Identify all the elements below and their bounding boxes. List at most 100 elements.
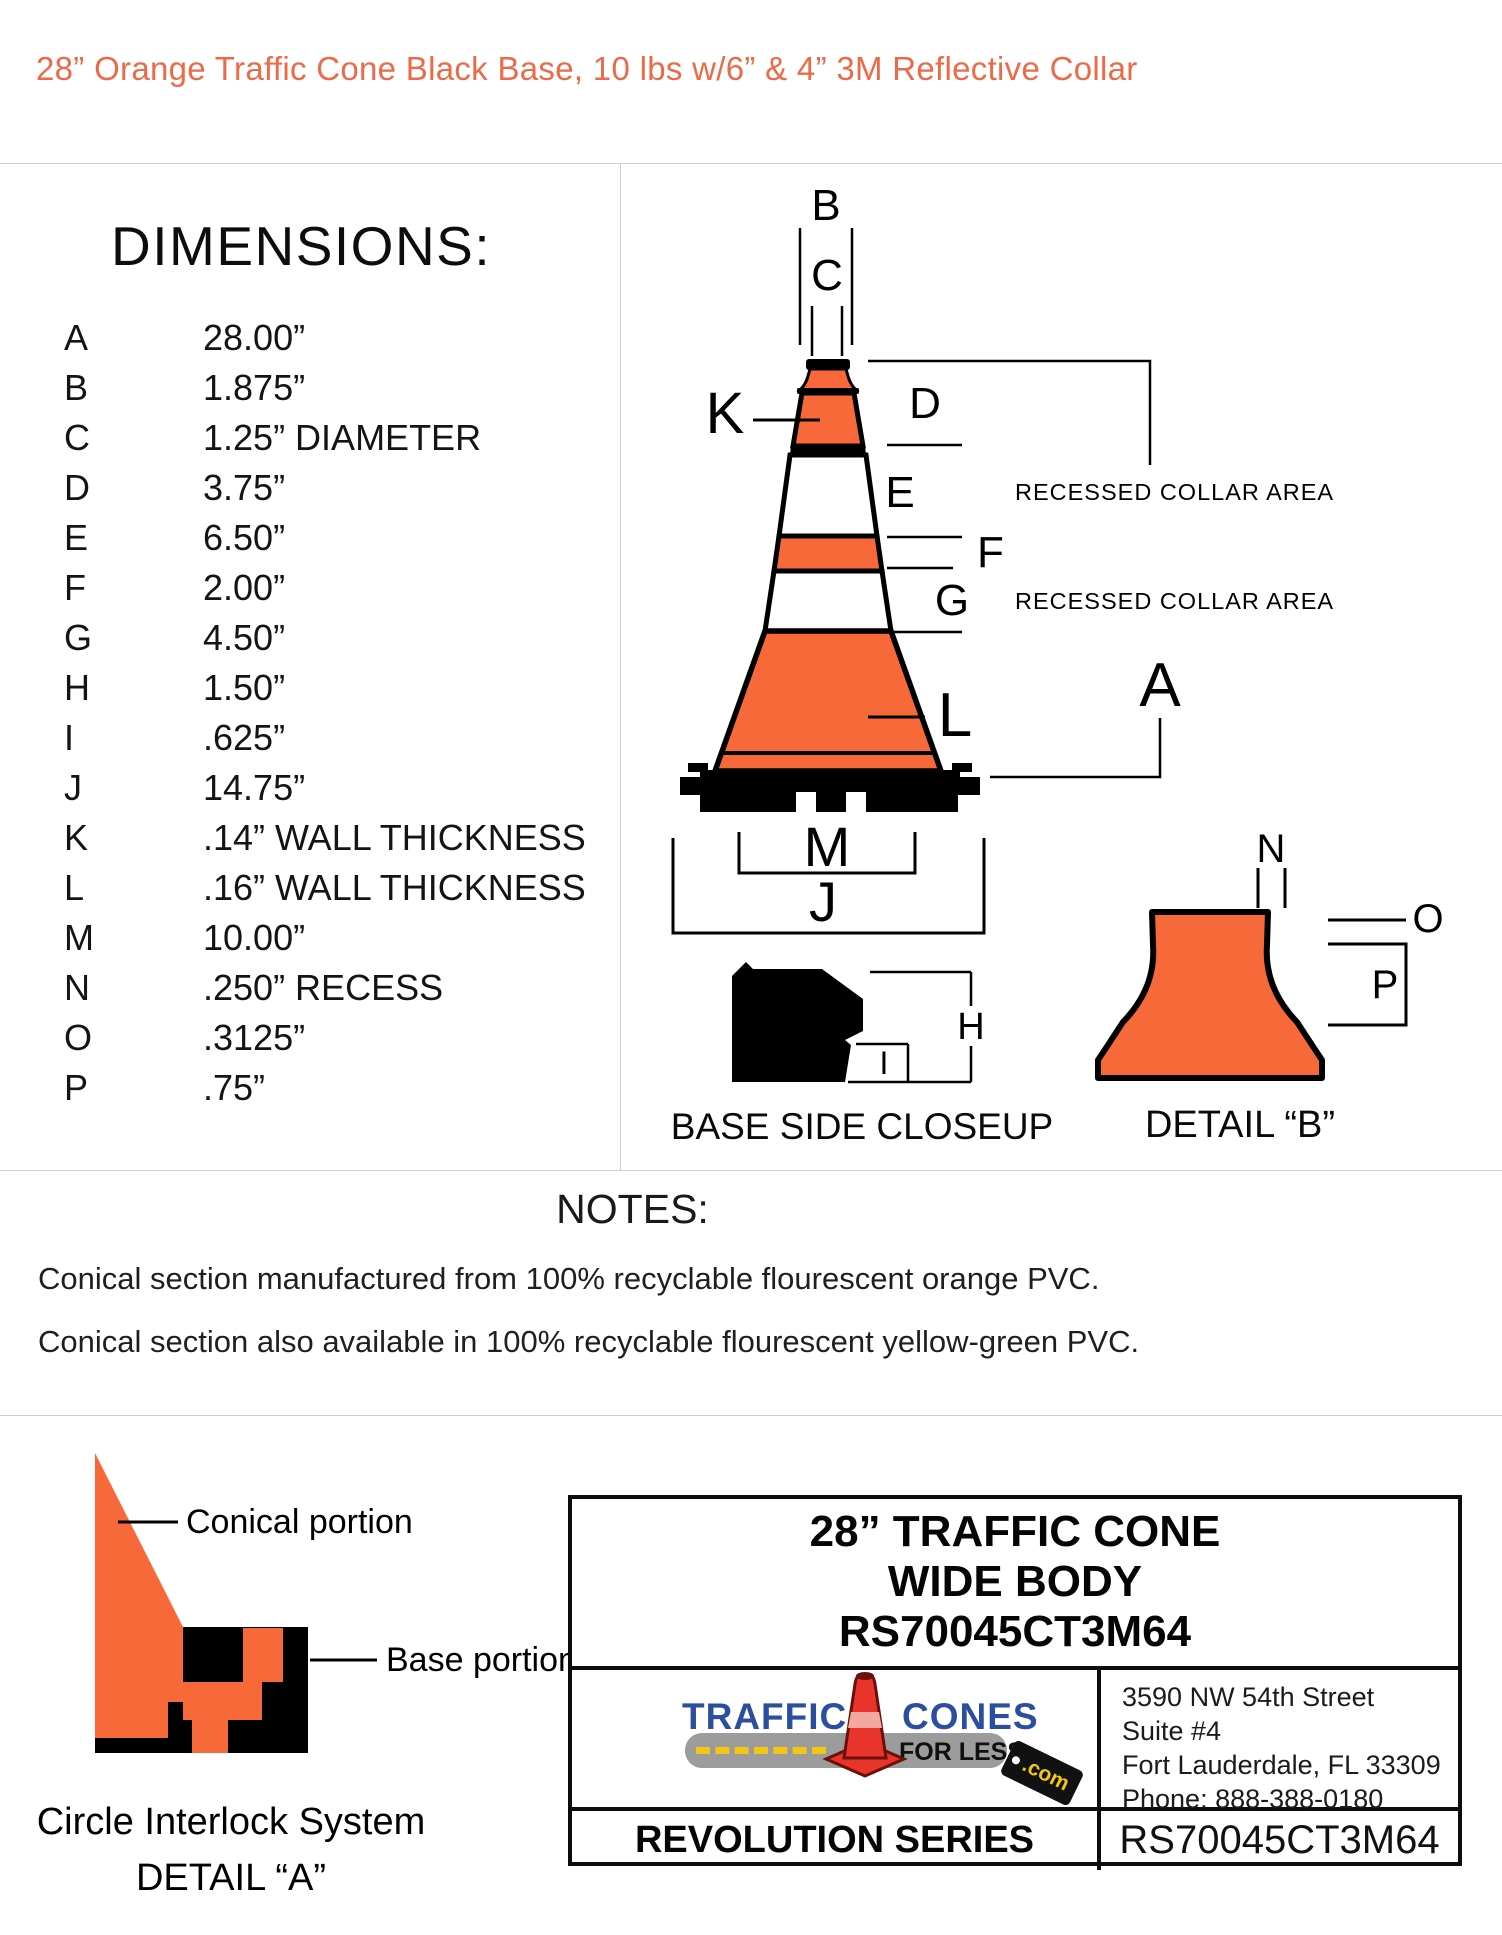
product-title-line3: RS70045CT3M64 [838, 1607, 1192, 1656]
tip-dimension-lines [798, 228, 854, 356]
logo-domain: .com [1018, 1753, 1073, 1796]
cone-orange-collar-band [771, 533, 885, 574]
n-o-p-dimension-lines [1256, 868, 1408, 1027]
cone-drawing: B C [671, 181, 1334, 935]
dimension-row-n: N.250” RECESS [64, 963, 584, 1013]
dim-value-i: .625” [203, 717, 286, 758]
dim-letter-j: J [64, 767, 82, 808]
interlock-orange-foot [192, 1720, 228, 1753]
interlock-caption-line2: DETAIL “A” [136, 1857, 326, 1899]
dim-value-n: .250” RECESS [203, 967, 444, 1008]
dim-value-m: 10.00” [203, 917, 306, 958]
logo-road-dashes [696, 1747, 826, 1754]
interlock-caption-line1: Circle Interlock System [37, 1801, 426, 1843]
product-title-line2: WIDE BODY [887, 1557, 1143, 1606]
title-block: 28” TRAFFIC CONE WIDE BODY RS70045CT3M64… [568, 1495, 1462, 1870]
interlock-orange-inset-1 [243, 1628, 283, 1682]
dimensions-heading: DIMENSIONS: [111, 215, 492, 277]
vendor-address: 3590 NW 54th Street Suite #4 Fort Lauder… [1101, 1670, 1458, 1814]
notes-heading: NOTES: [556, 1186, 709, 1232]
dimension-row-o: O.3125” [64, 1013, 584, 1063]
interlock-black-notch [168, 1702, 183, 1738]
logo-cone-icon [822, 1672, 908, 1778]
cone-base [680, 763, 980, 812]
dim-value-l: .16” WALL THICKNESS [203, 867, 586, 908]
dim-letter-a: A [64, 317, 89, 358]
dim-label-I: I [880, 1045, 889, 1081]
dim-value-g: 4.50” [203, 617, 286, 658]
dim-label-M: M [804, 815, 851, 878]
interlock-orange-inset-2 [183, 1682, 262, 1720]
logo-dotcom-tag: .com [999, 1739, 1085, 1807]
address-line-4: Phone: 888-388-0180 [1122, 1784, 1384, 1814]
dimension-row-b: B 1.875” [64, 363, 584, 413]
notes-line-1: Conical section manufactured from 100% r… [38, 1261, 1100, 1296]
dim-letter-i: I [64, 717, 75, 758]
dimension-row-l: L .16” WALL THICKNESS [64, 863, 586, 913]
conical-portion-label: Conical portion [186, 1503, 413, 1541]
product-title-line1: 28” TRAFFIC CONE [809, 1507, 1221, 1556]
dim-label-A: A [1139, 651, 1181, 720]
logo-word-traffic: TRAFFIC [682, 1696, 848, 1737]
dim-label-H: H [957, 1006, 984, 1048]
h-i-dimension-lines [848, 970, 973, 1084]
base-side-closeup: H I BASE SIDE CLOSEUP [671, 962, 1053, 1147]
dim-value-h: 1.50” [203, 667, 286, 708]
dim-letter-l: L [64, 867, 85, 908]
dim-value-j: 14.75” [203, 767, 306, 808]
detail-b-caption: DETAIL “B” [1145, 1104, 1335, 1146]
divider-notes-bottom [0, 1415, 1502, 1416]
dim-label-N: N [1257, 827, 1286, 871]
dim-value-p: .75” [203, 1067, 266, 1108]
divider-notes-top [0, 1170, 1502, 1171]
dim-label-G: G [935, 576, 969, 625]
notes-line-2: Conical section also available in 100% r… [38, 1324, 1140, 1359]
dim-value-e: 6.50” [203, 517, 286, 558]
dim-value-f: 2.00” [203, 567, 286, 608]
dim-letter-k: K [64, 817, 89, 858]
address-line-2: Suite #4 [1122, 1716, 1222, 1746]
cone-tip-cap [806, 359, 850, 370]
dim-value-c: 1.25” DIAMETER [203, 417, 482, 458]
dim-value-b: 1.875” [203, 367, 306, 408]
m-j-brackets [671, 832, 986, 935]
cone-recessed-collar-lower [762, 568, 894, 634]
address-line-3: Fort Lauderdale, FL 33309 [1122, 1750, 1441, 1780]
tag-hole [1010, 1754, 1022, 1766]
dim-label-O: O [1412, 897, 1443, 941]
dimension-row-m: M 10.00” [64, 913, 584, 963]
dim-label-D: D [909, 379, 941, 428]
collar-dimension-lines [887, 443, 962, 634]
base-profile-shape [732, 962, 863, 1082]
dim-value-k: .14” WALL THICKNESS [203, 817, 586, 858]
dim-value-o: .3125” [203, 1017, 306, 1058]
recessed-collar-note-1: RECESSED COLLAR AREA [1015, 479, 1334, 505]
dim-label-E: E [885, 468, 914, 517]
divider-top [0, 163, 1502, 164]
dimension-row-k: K .14” WALL THICKNESS [64, 813, 586, 863]
recessed-collar-note-2: RECESSED COLLAR AREA [1015, 588, 1334, 614]
dim-letter-b: B [64, 367, 89, 408]
a-bracket-bottom [990, 718, 1162, 779]
vendor-logo: TRAFFIC CONES FOR LESS .com [572, 1670, 1101, 1807]
dimension-row-i: I .625” [64, 713, 584, 763]
dim-letter-m: M [64, 917, 94, 958]
dimension-row-j: J 14.75” [64, 763, 584, 813]
dim-label-F: F [977, 528, 1004, 577]
dim-label-C: C [811, 251, 843, 300]
dim-value-d: 3.75” [203, 467, 286, 508]
part-number: RS70045CT3M64 [1119, 1818, 1440, 1862]
detail-b: N O P DETAIL “B” [1095, 827, 1444, 1146]
dim-letter-d: D [64, 467, 90, 508]
logo-tagline: FOR LESS [899, 1738, 1025, 1766]
detail-b-shape [1095, 909, 1325, 1081]
dimension-row-d: D 3.75” [64, 463, 584, 513]
dim-label-K: K [706, 381, 745, 446]
